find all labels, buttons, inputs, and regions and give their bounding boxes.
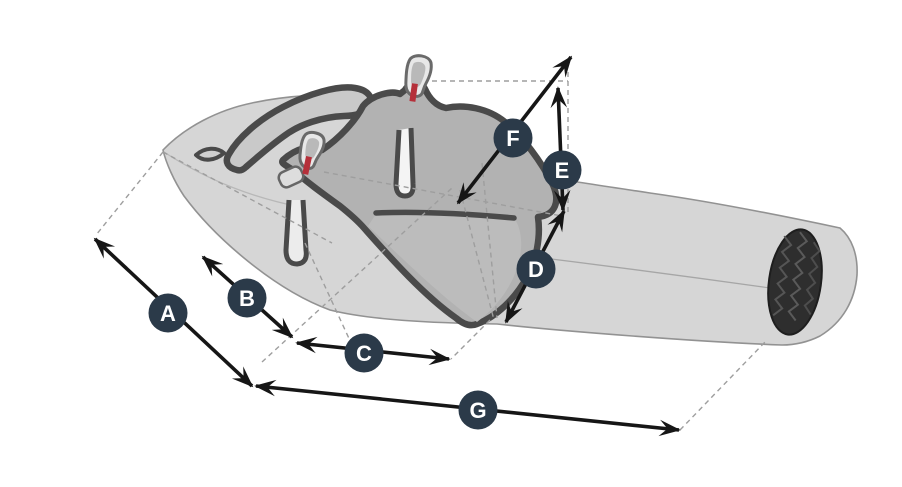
harness-left-spike <box>194 146 226 162</box>
foot-pad-texture <box>787 231 809 322</box>
dimension-badge-e: E <box>542 150 582 190</box>
badge-letter-c: C <box>356 341 372 366</box>
badge-letter-e: E <box>555 158 570 183</box>
foot-pad <box>767 228 823 336</box>
carabiner-left-icon <box>298 131 326 175</box>
badge-letter-g: G <box>469 398 486 423</box>
seat-back-seam <box>373 209 517 221</box>
buckle-icon <box>277 165 305 189</box>
dimension-badge-a: A <box>148 293 188 333</box>
leg-loop-strap <box>283 199 309 267</box>
dimension-badges: A B C D E F G <box>148 118 582 430</box>
dimension-badge-g: G <box>458 390 498 430</box>
dimension-badge-d: D <box>516 249 556 289</box>
carabiner-gate-red <box>409 83 418 102</box>
carabiner-gate-red <box>302 156 312 175</box>
foot-pad-texture <box>772 235 793 317</box>
dimension-badge-c: C <box>344 333 384 373</box>
dimension-badge-b: B <box>227 278 267 318</box>
dimension-badge-f: F <box>493 118 533 158</box>
badge-letter-b: B <box>239 286 255 311</box>
harness-seat-panel <box>368 213 522 322</box>
badge-letter-d: D <box>528 257 544 282</box>
foot-pad-texture <box>803 241 821 316</box>
badge-letter-f: F <box>506 126 519 151</box>
carabiner-top-icon <box>404 54 433 102</box>
badge-letter-a: A <box>160 301 176 326</box>
